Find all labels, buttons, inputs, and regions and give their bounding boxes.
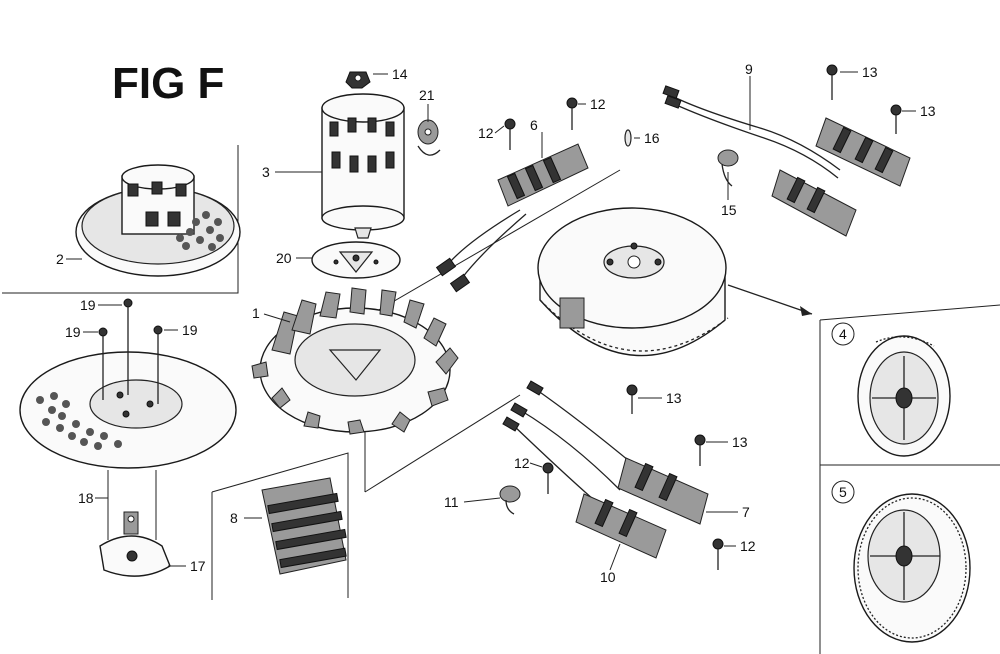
part-21-clip <box>417 119 441 156</box>
part-2-rotor-assembly <box>75 164 241 277</box>
callouts: 14 3 21 2 20 1 8 6 12 12 16 9 13 13 15 1… <box>56 61 936 585</box>
callout-7: 7 <box>742 504 750 520</box>
callout-18: 18 <box>78 490 94 506</box>
part-9-coil-assembly <box>662 85 911 237</box>
part-6-coil <box>435 143 589 293</box>
part-20-plate <box>311 241 401 279</box>
part-8-regulator <box>261 477 347 575</box>
flywheel <box>537 207 729 357</box>
part-7-10-coils <box>502 380 709 559</box>
inset-4-flywheel <box>831 322 951 457</box>
callout-10: 10 <box>600 569 616 585</box>
callout-12b: 12 <box>478 125 494 141</box>
part-18-stator-plate <box>19 351 237 469</box>
callout-5: 5 <box>839 484 847 500</box>
inset-5-flywheel <box>831 480 971 643</box>
part-19-screws <box>98 298 163 404</box>
leader-lines <box>66 71 916 571</box>
part-16-pin <box>624 129 632 147</box>
callout-8: 8 <box>230 510 238 526</box>
callout-6: 6 <box>530 117 538 133</box>
callout-4: 4 <box>839 326 847 342</box>
callout-13d: 13 <box>732 434 748 450</box>
bolts <box>504 64 902 570</box>
callout-1: 1 <box>252 305 260 321</box>
callout-2: 2 <box>56 251 64 267</box>
callout-15: 15 <box>721 202 737 218</box>
part-1-cooling-fan <box>251 287 459 435</box>
part-17-bracket <box>99 470 171 577</box>
callout-12d: 12 <box>740 538 756 554</box>
callout-3: 3 <box>262 164 270 180</box>
part-3-cylinder <box>321 93 405 239</box>
callout-11: 11 <box>444 494 459 510</box>
callout-19b: 19 <box>65 324 81 340</box>
flywheel-arrow <box>727 284 813 316</box>
callout-13b: 13 <box>920 103 936 119</box>
callout-14: 14 <box>392 66 408 82</box>
part-15-clip <box>717 149 739 187</box>
callout-17: 17 <box>190 558 206 574</box>
callout-13a: 13 <box>862 64 878 80</box>
callout-21: 21 <box>419 87 435 103</box>
callout-13c: 13 <box>666 390 682 406</box>
figure-title: FIG F <box>112 59 224 108</box>
callout-9: 9 <box>745 61 753 77</box>
callout-19a: 19 <box>80 297 96 313</box>
callout-19c: 19 <box>182 322 198 338</box>
callout-16: 16 <box>644 130 660 146</box>
callout-20: 20 <box>276 250 292 266</box>
part-11-clip <box>499 485 521 515</box>
part-14-nut <box>345 71 371 89</box>
callout-12a: 12 <box>590 96 606 112</box>
callout-12c: 12 <box>514 455 530 471</box>
